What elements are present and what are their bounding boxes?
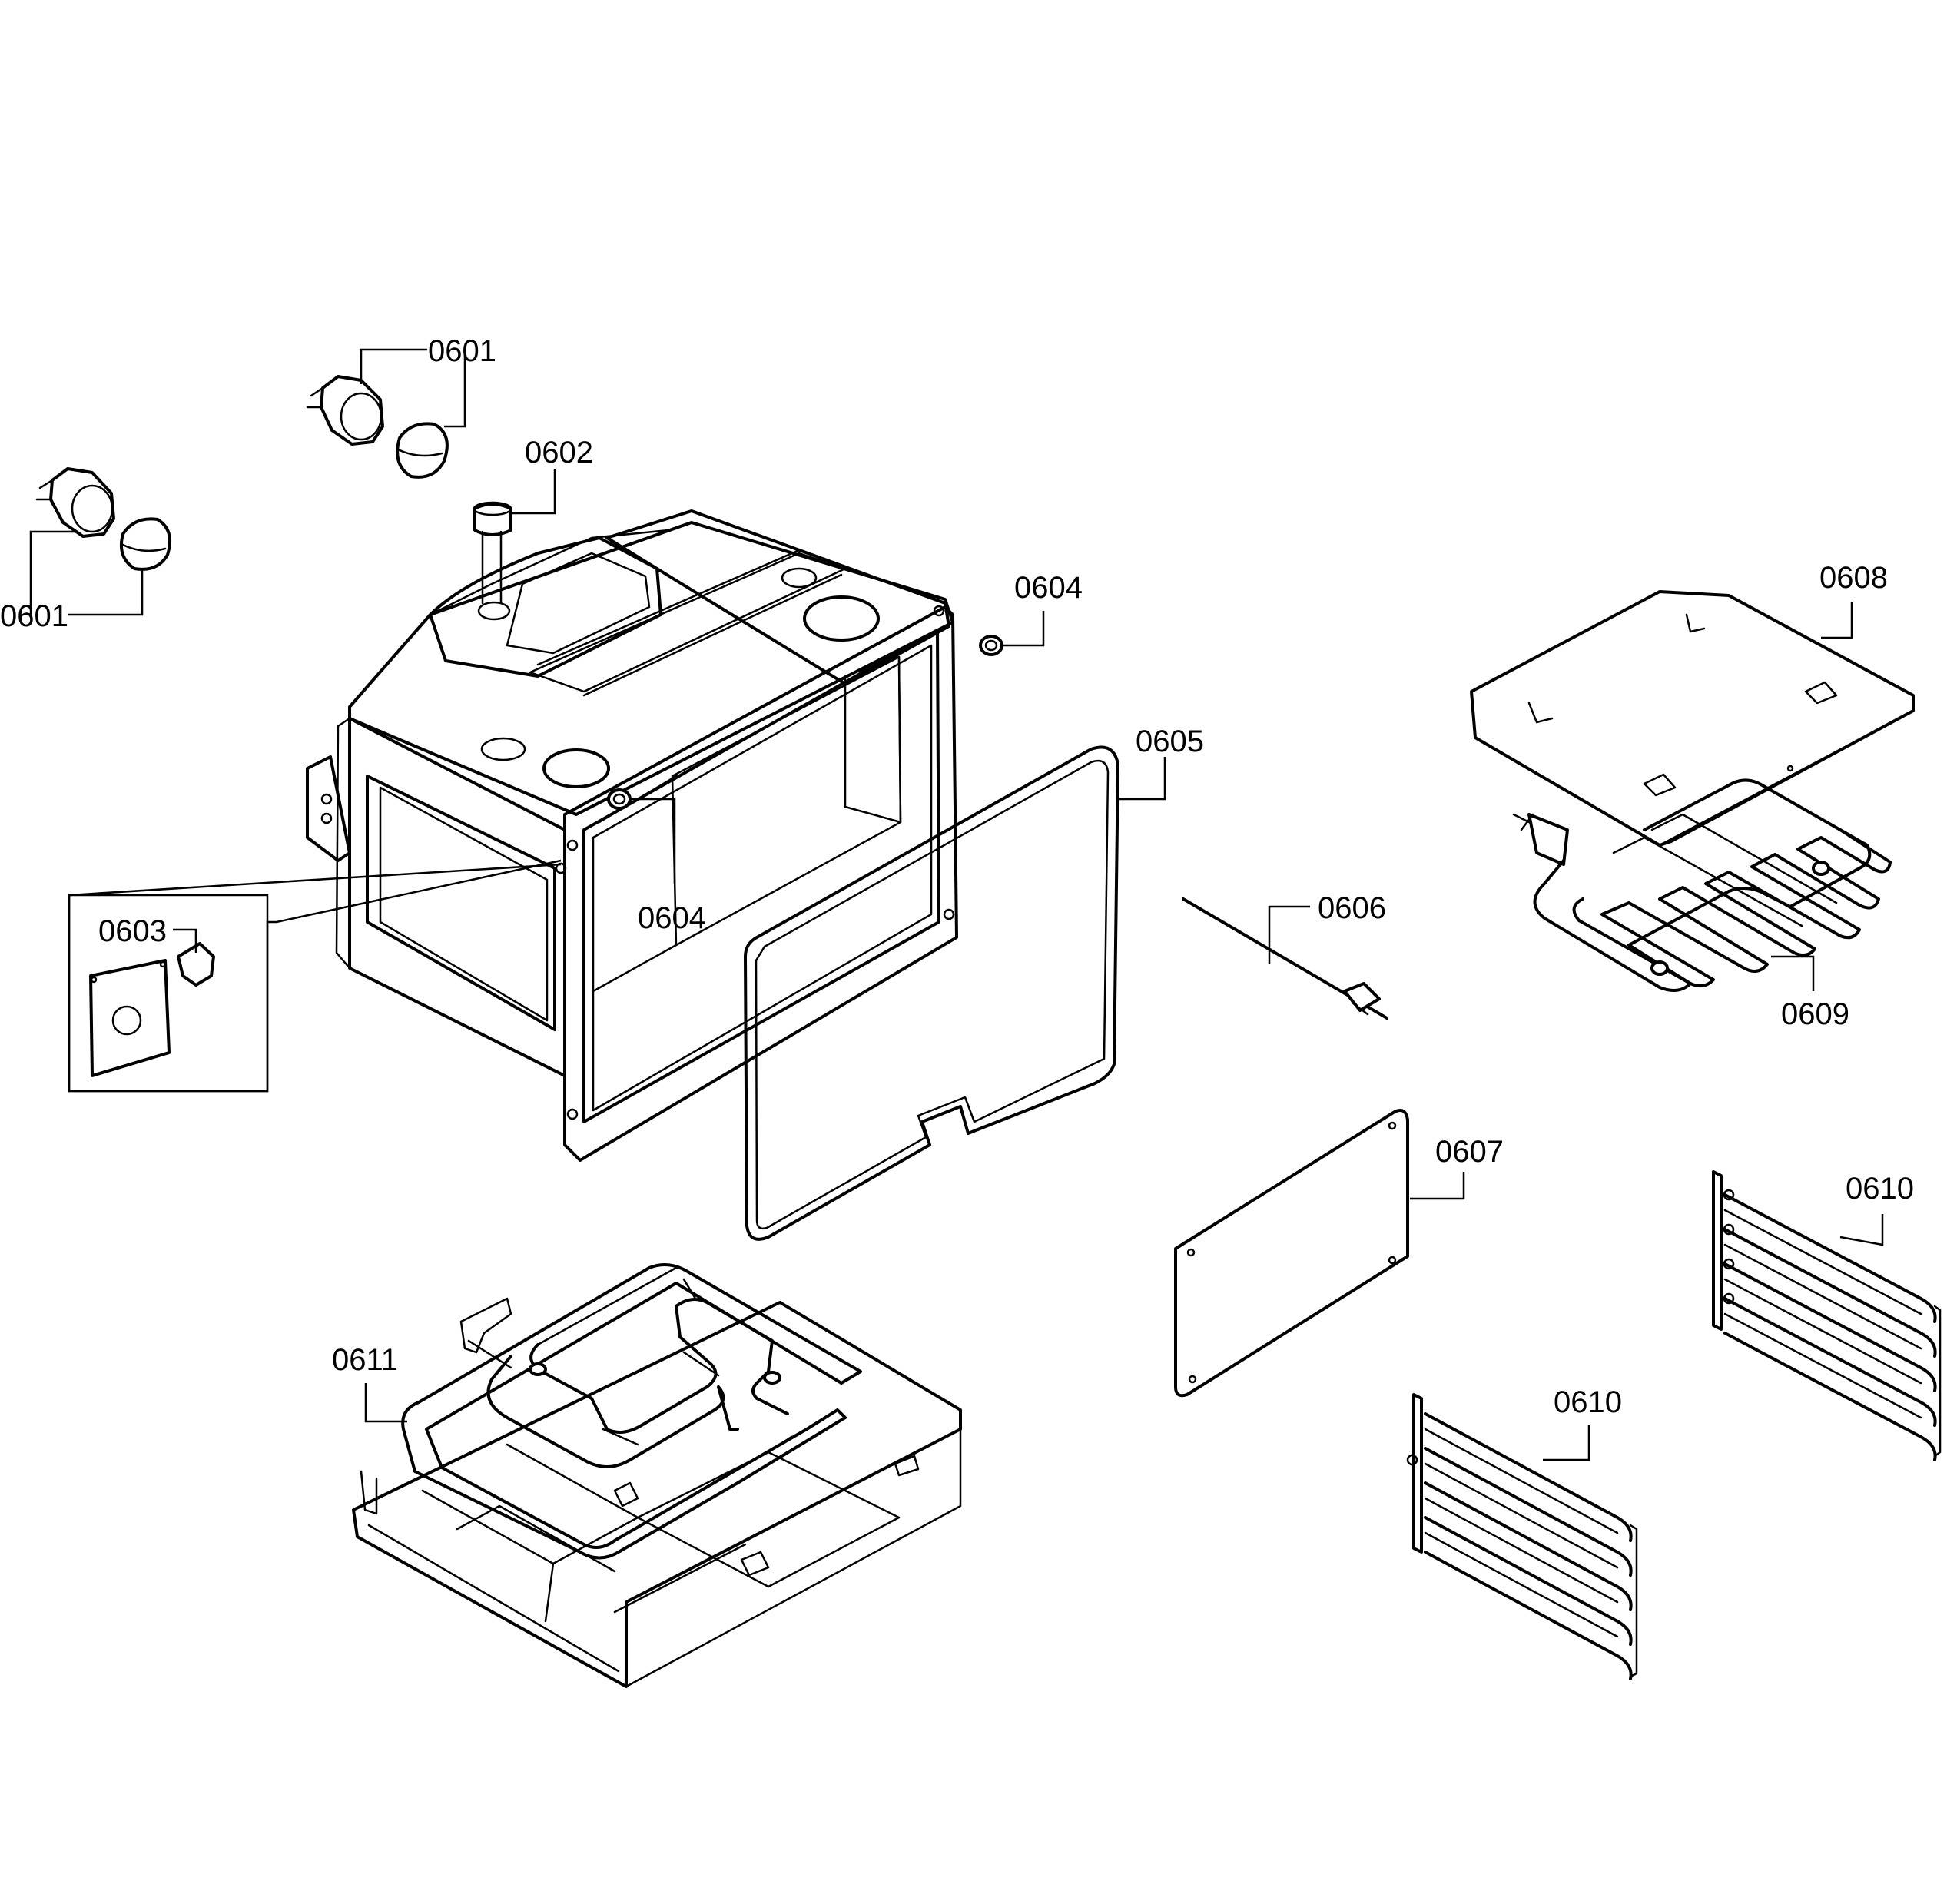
leader-0604-lower	[630, 798, 676, 884]
top-plate-0608	[1470, 590, 1915, 847]
callout-0610-right: 0610	[1846, 1172, 1914, 1206]
rear-panel-0607	[1174, 1109, 1409, 1398]
shelf-rail-0610-lower	[1406, 1393, 1638, 1680]
leader-0609	[1771, 955, 1815, 991]
door-gasket-0605	[744, 745, 1119, 1241]
leader-0608	[1821, 602, 1853, 639]
leader-0606	[1268, 905, 1310, 964]
callout-0606: 0606	[1318, 891, 1386, 925]
callout-0605: 0605	[1136, 725, 1204, 758]
leader-0601-left	[29, 530, 144, 616]
callout-0601-upper: 0601	[428, 334, 496, 368]
leader-0605	[1118, 757, 1166, 801]
callout-0604-lower: 0604	[638, 901, 706, 935]
leader-0603	[173, 928, 197, 953]
leader-0607	[1410, 1172, 1465, 1200]
callout-0603: 0603	[98, 914, 167, 948]
callout-0608: 0608	[1819, 561, 1888, 595]
top-heating-element-0609	[1512, 778, 1892, 992]
rod-0606	[1182, 897, 1388, 1020]
leader-0602	[512, 469, 556, 515]
callout-0602: 0602	[525, 436, 593, 469]
leader-0604-upper	[1003, 611, 1045, 647]
plug-0604-upper	[979, 635, 1003, 656]
leader-0610-right	[1839, 1214, 1884, 1246]
leader-0611	[364, 1383, 407, 1423]
leader-0610-lower	[1543, 1425, 1590, 1461]
callout-0601-left: 0601	[0, 599, 68, 633]
callout-0604-upper: 0604	[1014, 571, 1083, 605]
callout-0607: 0607	[1435, 1135, 1504, 1169]
callout-0610-lower: 0610	[1554, 1385, 1622, 1419]
leader-0601-upper	[360, 348, 466, 428]
shelf-rail-0610-right	[1712, 1170, 1942, 1461]
lamp-assembly-0601-left	[35, 467, 171, 571]
callout-0609: 0609	[1781, 997, 1849, 1031]
lamp-assembly-0601-upper	[306, 375, 449, 479]
bottom-heater-assembly-0611	[352, 1263, 962, 1688]
plug-0604-lower	[607, 788, 632, 810]
inset-box-0603	[68, 859, 562, 1093]
callout-0611: 0611	[332, 1343, 398, 1377]
oven-cavity-main	[306, 509, 958, 1162]
